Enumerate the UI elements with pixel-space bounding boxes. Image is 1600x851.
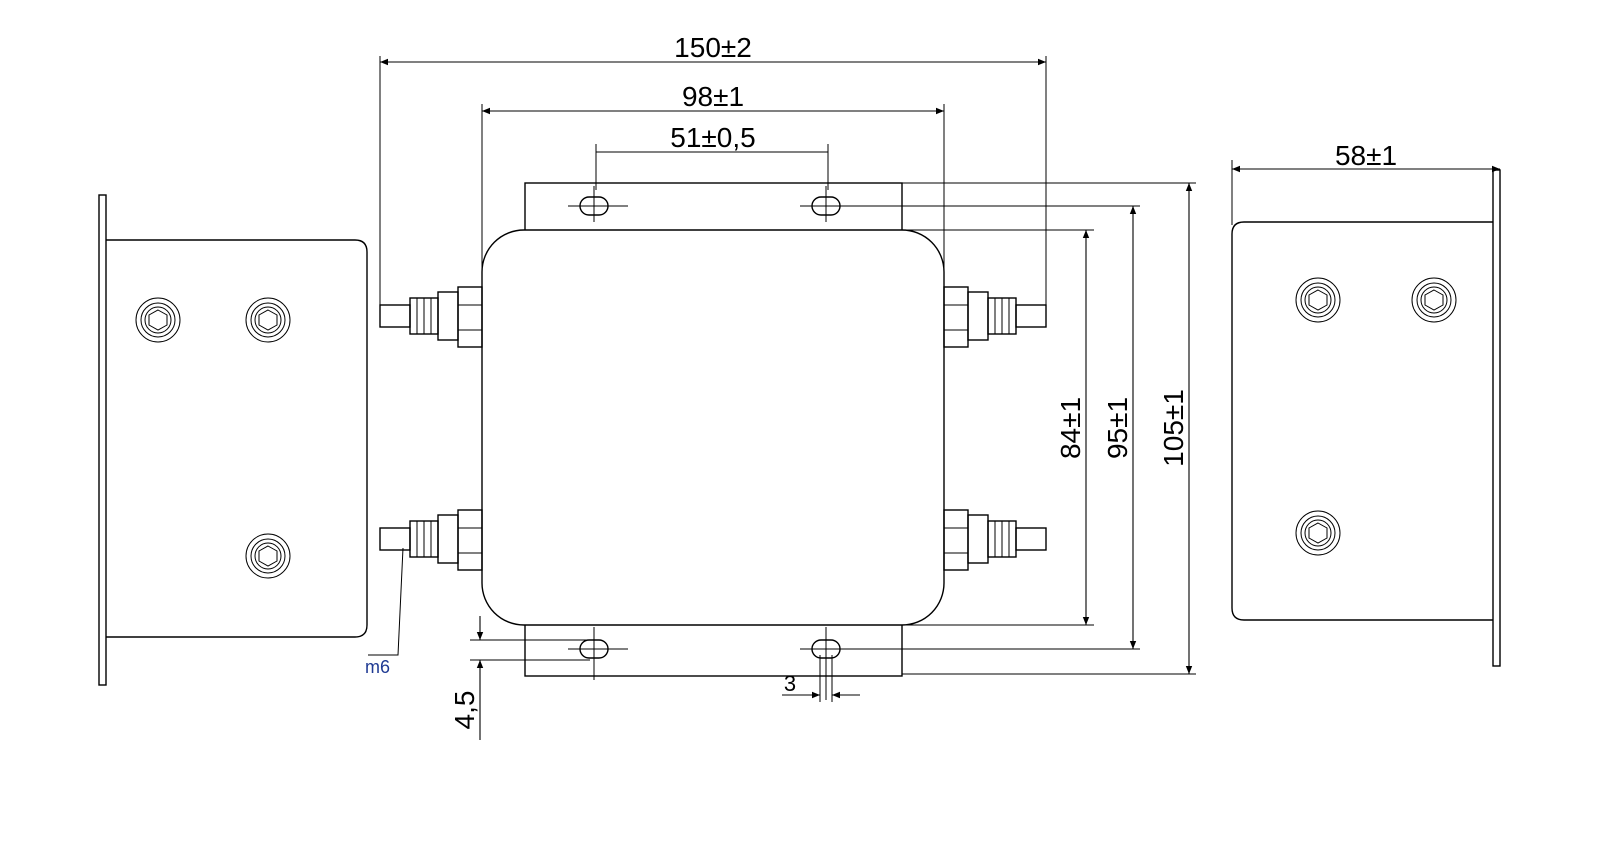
front-view [379, 182, 1140, 700]
dim-text-body-height: 84±1 [1055, 397, 1086, 459]
mount-slot [568, 627, 628, 680]
filter-body [481, 229, 945, 626]
right-terminal-nut [1411, 277, 1457, 323]
dimension-body-length: 98±1 [481, 81, 945, 290]
terminal-bolt-right-bottom [943, 509, 1047, 571]
mount-slot [800, 627, 1140, 700]
right-side-body [1231, 221, 1493, 621]
dim-text-side-depth: 58±1 [1335, 140, 1397, 171]
left-side-body [106, 239, 368, 638]
dim-text-hole-vertical-spacing: 95±1 [1102, 397, 1133, 459]
dimension-slot-length: 4,5 [449, 616, 590, 740]
left-terminal-nut [245, 533, 291, 579]
dimension-overall-length: 150±2 [379, 32, 1047, 316]
terminal-bolt-right-top [943, 286, 1047, 348]
dimension-body-height: 84±1 [900, 229, 1094, 626]
dim-text-overall-height: 105±1 [1158, 389, 1189, 467]
thread-callout: m6 [365, 547, 404, 677]
dimension-slot-width: 3 [782, 655, 860, 702]
terminal-bolt-left-top [379, 286, 483, 348]
dim-text-slot-width: 3 [784, 671, 796, 696]
left-side-view [98, 194, 368, 686]
dimension-overall-height: 105±1 [902, 182, 1196, 675]
dim-text-slot-length: 4,5 [449, 691, 480, 730]
mount-slot [800, 186, 1140, 222]
terminal-bolt-left-bottom [379, 509, 483, 571]
left-terminal-nut [245, 297, 291, 343]
dimension-hole-vertical-spacing: 95±1 [1102, 206, 1137, 649]
right-terminal-nut [1295, 277, 1341, 323]
dim-text-overall-length: 150±2 [674, 32, 752, 63]
left-mount-flange [98, 194, 107, 686]
mount-slot [568, 186, 628, 222]
dim-text-body-length: 98±1 [682, 81, 744, 112]
thread-label: m6 [365, 657, 390, 677]
left-terminal-nut [135, 297, 181, 343]
dimension-side-depth: 58±1 [1231, 140, 1500, 225]
right-mount-flange [1492, 169, 1501, 667]
right-terminal-nut [1295, 510, 1341, 556]
dim-text-hole-spacing: 51±0,5 [670, 122, 755, 153]
right-side-view [1231, 169, 1501, 667]
dimension-hole-spacing: 51±0,5 [595, 122, 829, 190]
